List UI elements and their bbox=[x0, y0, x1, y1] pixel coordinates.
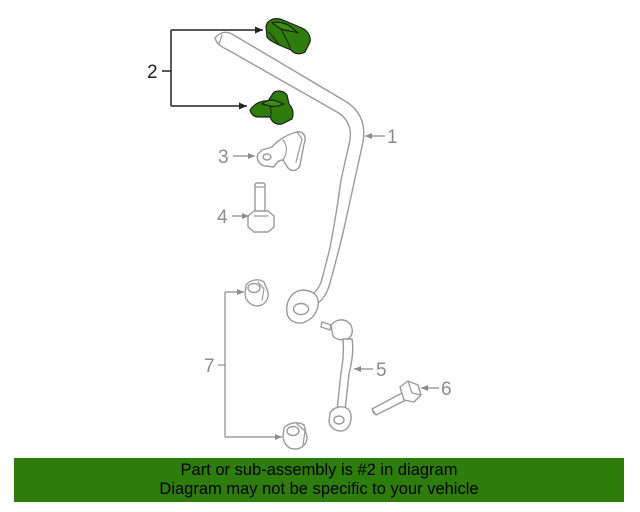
callout-5: 5 bbox=[376, 360, 387, 381]
callout-4: 4 bbox=[217, 207, 228, 228]
callout-7: 7 bbox=[204, 356, 215, 377]
banner-line-disclaimer: Diagram may not be specific to your vehi… bbox=[159, 480, 479, 498]
flange-nut-upper bbox=[244, 279, 269, 307]
flange-nut-lower bbox=[282, 422, 308, 450]
info-banner: Part or sub-assembly is #2 in diagram Di… bbox=[14, 458, 624, 502]
callout-1: 1 bbox=[387, 127, 398, 148]
banner-line-part: Part or sub-assembly is #2 in diagram bbox=[180, 461, 458, 479]
link-bolt bbox=[371, 380, 422, 416]
stabilizer-bushing-lower bbox=[249, 90, 294, 125]
callout-6: 6 bbox=[441, 379, 452, 400]
bushing-bracket bbox=[256, 131, 306, 172]
stabilizer-link bbox=[320, 319, 354, 432]
leader-7-bracket bbox=[218, 289, 282, 440]
callout-3: 3 bbox=[218, 147, 229, 168]
bracket-bolt bbox=[247, 182, 275, 233]
callout-2: 2 bbox=[147, 62, 158, 83]
leader-2-bracket bbox=[162, 26, 263, 110]
stabilizer-bushing-upper bbox=[265, 18, 311, 55]
stabilizer-bar bbox=[214, 31, 365, 324]
